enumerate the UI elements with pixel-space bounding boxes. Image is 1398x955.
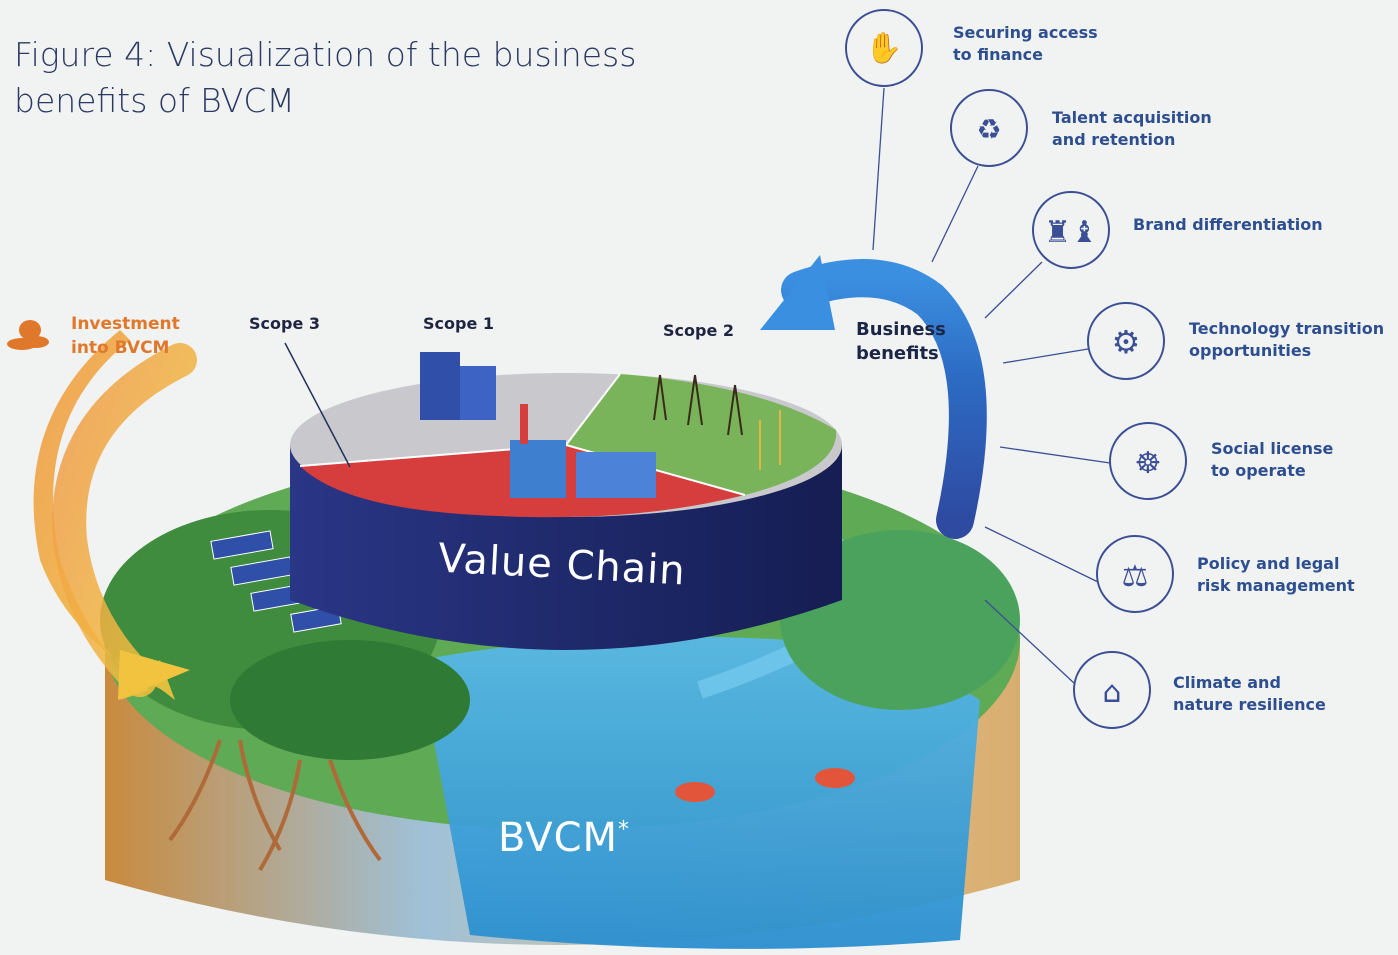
svg-text:♜♝: ♜♝ [1044,215,1098,250]
business-benefits-arrow [781,259,987,539]
scales-icon [1096,535,1174,613]
mangrove-roots [168,739,382,872]
investment-arrow-band [52,343,197,697]
benefit-social-license: Social license to operate [1211,439,1334,480]
svg-text:⚙: ⚙ [1112,323,1141,361]
benefit-policy: Policy and legal risk management [1197,554,1355,595]
bvcm-footnote-mark: * [618,817,631,843]
svg-text:✋: ✋ [865,30,902,66]
business-benefits-arrow-head [760,255,835,330]
bvcm-text: BVCM [498,815,619,861]
svg-text:☸: ☸ [1135,446,1162,481]
scope3-pointer [284,342,351,468]
chess-pieces-icon [1032,191,1110,269]
benefit-connectors [872,87,1111,685]
benefit-talent: Talent acquisition and retention [1052,108,1212,149]
benefit-brand: Brand differentiation [1133,215,1323,234]
finance-handshake-icon [845,9,923,87]
business-benefits-label: Business benefits [856,319,946,364]
investment-arrow-head [118,650,190,700]
figure-title: Figure 4: Visualization of the business … [14,35,637,120]
benefit-finance: Securing access to finance [953,23,1098,64]
scope3-label: Scope 3 [249,314,321,333]
coins-icon [7,320,49,350]
benefit-climate: Climate and nature resilience [1173,673,1326,714]
investment-label: Investment into BVCM [71,314,180,358]
svg-text:⌂: ⌂ [1102,675,1121,710]
house-weather-icon [1073,651,1151,729]
scope2-segment [566,374,837,495]
forest-canopy [230,640,470,760]
investment-arrow [33,330,175,700]
benefit-technology: Technology transition opportunities [1189,319,1385,360]
talent-icon [950,89,1028,167]
scope1-label: Scope 1 [423,314,495,333]
scope1-buildings [420,352,496,420]
water-body [300,636,980,949]
scope2-energy [653,374,781,470]
bvcm-label: BVCM* [498,815,630,861]
scope2-label: Scope 2 [663,321,735,340]
benefit-icons: ✋ ♻ ♜♝ ⚙ ☸ ⚖ ⌂ [845,9,1187,729]
fish [675,768,855,802]
gear-leaf-icon [1087,302,1165,380]
scope3-factory [510,404,656,498]
svg-text:♻: ♻ [976,113,1001,146]
globe-people-icon [1109,422,1187,500]
svg-text:⚖: ⚖ [1122,559,1149,594]
